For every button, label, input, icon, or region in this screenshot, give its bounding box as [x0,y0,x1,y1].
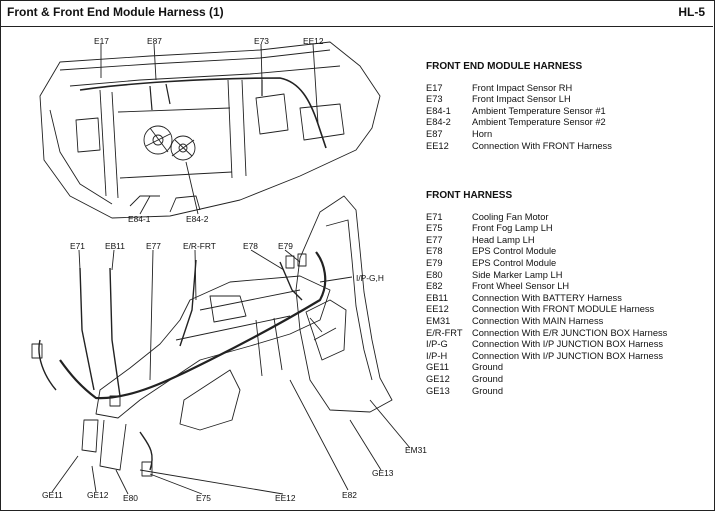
legend-row: EE12 Connection With FRONT MODULE Harness [426,304,667,316]
legend-list: E17 Front Impact Sensor RH E73 Front Impact… [426,83,612,153]
connector-description: Ambient Temperature Sensor #2 [472,117,606,128]
connector-description: Connection With FRONT Harness [472,140,612,151]
legend-row: E84-2 Ambient Temperature Sensor #2 [426,117,612,129]
legend-row: E82 Front Wheel Sensor LH [426,281,667,293]
callout-e71: E71 [70,241,85,251]
connector-description: Connection With I/P JUNCTION BOX Harness [472,339,663,350]
callout-ge13: GE13 [372,468,394,478]
connector-code: EB11 [426,292,449,303]
callout-e73: E73 [254,36,269,46]
connector-code: I/P-G [426,339,448,350]
connector-description: Connection With MAIN Harness [472,315,604,326]
connector-code: EE12 [426,140,449,151]
connector-description: Cooling Fan Motor [472,211,549,222]
legend-row: E17 Front Impact Sensor RH [426,83,612,95]
legend-row: EB11 Connection With BATTERY Harness [426,293,667,305]
legend-row: E75 Front Fog Lamp LH [426,223,667,235]
legend-row: I/P-G Connection With I/P JUNCTION BOX Ha… [426,339,667,351]
legend-row: E84-1 Ambient Temperature Sensor #1 [426,106,612,118]
page-title: Front & Front End Module Harness (1) [7,5,224,19]
connector-description: Front Impact Sensor LH [472,94,571,105]
legend-row: E87 Horn [426,129,612,141]
connector-description: Connection With E/R JUNCTION BOX Harness [472,327,668,338]
connector-description: Front Fog Lamp LH [472,223,553,234]
callout-e82: E82 [342,490,357,500]
connector-description: Ground [472,373,504,384]
legend-row: E/R-FRT Connection With E/R JUNCTION BOX … [426,328,667,340]
callout-e77: E77 [146,241,161,251]
connector-code: EE12 [426,304,449,315]
connector-code: E84-2 [426,117,451,128]
connector-description: Ambient Temperature Sensor #1 [472,105,606,116]
callout-ee12-top: EE12 [303,36,324,46]
legend-title: FRONT HARNESS [426,190,513,201]
callout-ge11: GE11 [42,490,63,500]
page-number: HL-5 [678,5,705,19]
connector-description: Ground [472,362,504,373]
legend-row: GE13 Ground [426,386,667,398]
callout-e80: E80 [123,493,138,503]
callout-e17: E17 [94,36,109,46]
connector-code: GE13 [426,385,450,396]
callout-e84-2: E84-2 [186,214,209,224]
connector-code: E/R-FRT [426,327,463,338]
legend-row: E73 Front Impact Sensor LH [426,94,612,106]
callout-e-r-frt: E/R-FRT [183,241,216,251]
connector-description: Head Lamp LH [472,234,535,245]
legend-row: EM31 Connection With MAIN Harness [426,316,667,328]
connector-description: Connection With I/P JUNCTION BOX Harness [472,350,663,361]
connector-code: E78 [426,246,443,257]
legend-row: EE12 Connection With FRONT Harness [426,141,612,153]
callout-ee12-bottom: EE12 [275,493,296,503]
connector-code: E79 [426,257,443,268]
connector-description: Horn [472,128,493,139]
connector-description: Front Impact Sensor RH [472,82,573,93]
connector-code: EM31 [426,315,451,326]
callout-ip-gh: I/P-G,H [356,273,384,283]
connector-code: E84-1 [426,105,451,116]
legend-row: I/P-H Connection With I/P JUNCTION BOX Ha… [426,351,667,363]
connector-description: Connection With BATTERY Harness [472,292,622,303]
connector-description: EPS Control Module [472,246,557,257]
legend-row: E78 EPS Control Module [426,246,667,258]
connector-code: E82 [426,281,443,292]
connector-code: GE12 [426,373,450,384]
front-end-module-carrier [39,41,381,219]
connector-description: Connection With FRONT MODULE Harness [472,304,655,315]
connector-description: EPS Control Module [472,257,557,268]
legend-row: E80 Side Marker Lamp LH [426,270,667,282]
connector-code: E17 [426,82,443,93]
connector-code: E75 [426,223,443,234]
callout-e84-1: E84-1 [128,214,151,224]
connector-description: Side Marker Lamp LH [472,269,563,280]
connector-code: E73 [426,94,443,105]
legend-title: FRONT END MODULE HARNESS [426,61,583,72]
harness-drawing [31,41,411,495]
callout-e75: E75 [196,493,211,503]
connector-description: Ground [472,385,504,396]
front-harness-assembly [31,195,411,495]
connector-code: GE11 [426,362,450,373]
callout-e78: E78 [243,241,258,251]
page-header: Front & Front End Module Harness (1) HL-… [0,0,713,27]
legend-row: E71 Cooling Fan Motor [426,212,667,224]
connector-code: E87 [426,128,443,139]
legend-row: E79 EPS Control Module [426,258,667,270]
connector-code: E77 [426,234,443,245]
callout-eb11: EB11 [105,241,125,251]
connector-code: E80 [426,269,443,280]
legend-row: GE12 Ground [426,374,667,386]
callout-em31: EM31 [405,445,427,455]
connector-code: I/P-H [426,350,448,361]
legend-row: E77 Head Lamp LH [426,235,667,247]
callout-ge12: GE12 [87,490,109,500]
legend-row: GE11 Ground [426,362,667,374]
connector-description: Front Wheel Sensor LH [472,281,570,292]
connector-code: E71 [426,211,443,222]
callout-e87: E87 [147,36,162,46]
callout-e79: E79 [278,241,293,251]
